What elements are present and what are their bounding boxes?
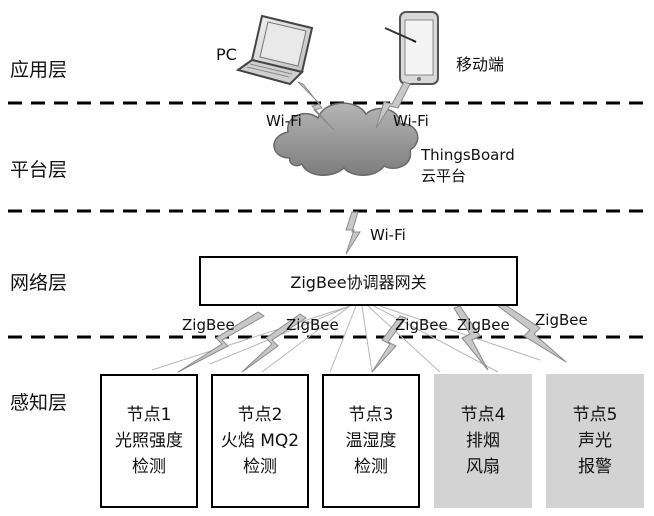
- node-1-line3: 检测: [132, 457, 166, 477]
- node-4-title: 节点4: [460, 405, 506, 425]
- zigbee-bolt-5: [496, 303, 567, 363]
- layer-label-perception: 感知层: [10, 392, 68, 414]
- layer-label-platform: 平台层: [10, 159, 68, 181]
- laptop-icon: [235, 14, 314, 86]
- zigbee-bolts: [177, 303, 567, 373]
- node-4-line3: 风扇: [466, 457, 500, 477]
- wifi-label-pc: Wi-Fi: [266, 112, 302, 130]
- cloud-label-line1: ThingsBoard: [421, 146, 515, 164]
- node-2-line2: 火焰 MQ2: [220, 431, 300, 451]
- zigbee-label-5: ZigBee: [535, 311, 588, 329]
- wifi-bolt-mobile: [375, 81, 411, 129]
- wifi-label-gateway: Wi-Fi: [370, 226, 406, 244]
- cloud-icon: [273, 102, 419, 176]
- node-1-box: 节点1 光照强度 检测: [100, 374, 198, 508]
- node-5-box: 节点5 声光 报警: [546, 374, 644, 508]
- zigbee-label-3: ZigBee: [395, 316, 448, 334]
- zigbee-bolt-2: [241, 313, 307, 373]
- zigbee-signal-lines: [151, 305, 541, 373]
- pc-label: PC: [216, 45, 237, 64]
- node-1-title: 节点1: [126, 405, 172, 425]
- node-1-line2: 光照强度: [115, 431, 183, 451]
- node-4-box: 节点4 排烟 风扇: [434, 374, 532, 508]
- node-5-line2: 声光: [578, 431, 612, 451]
- cloud-label-line2: 云平台: [421, 167, 467, 185]
- zigbee-bolt-3: [371, 315, 407, 373]
- node-2-title: 节点2: [237, 405, 283, 425]
- cloud-label: ThingsBoard 云平台: [421, 145, 515, 187]
- node-3-line3: 检测: [354, 457, 388, 477]
- node-5-line3: 报警: [578, 457, 612, 477]
- mobile-label: 移动端: [456, 55, 505, 74]
- node-4-line2: 排烟: [466, 431, 500, 451]
- layer-label-network: 网络层: [10, 272, 68, 294]
- zigbee-label-1: ZigBee: [182, 316, 235, 334]
- node-2-line3: 检测: [243, 457, 277, 477]
- layer-separators: [8, 101, 652, 339]
- zigbee-label-4: ZigBee: [457, 316, 510, 334]
- wifi-bolt-pc: [297, 81, 335, 131]
- wifi-label-mobile: Wi-Fi: [393, 112, 429, 130]
- tablet-icon: [384, 11, 439, 85]
- node-5-title: 节点5: [572, 405, 618, 425]
- node-3-box: 节点3 温湿度 检测: [322, 374, 420, 508]
- zigbee-bolt-4: [453, 305, 489, 371]
- node-3-line2: 温湿度: [345, 431, 397, 451]
- zigbee-gateway-box: ZigBee协调器网关: [199, 256, 518, 306]
- zigbee-bolt-1: [177, 311, 265, 373]
- node-2-box: 节点2 火焰 MQ2 检测: [211, 374, 309, 508]
- zigbee-label-2: ZigBee: [286, 316, 339, 334]
- layer-label-app: 应用层: [10, 59, 68, 81]
- gateway-label: ZigBee协调器网关: [290, 273, 427, 292]
- wifi-bolt-gateway: [345, 211, 361, 255]
- node-3-title: 节点3: [348, 405, 394, 425]
